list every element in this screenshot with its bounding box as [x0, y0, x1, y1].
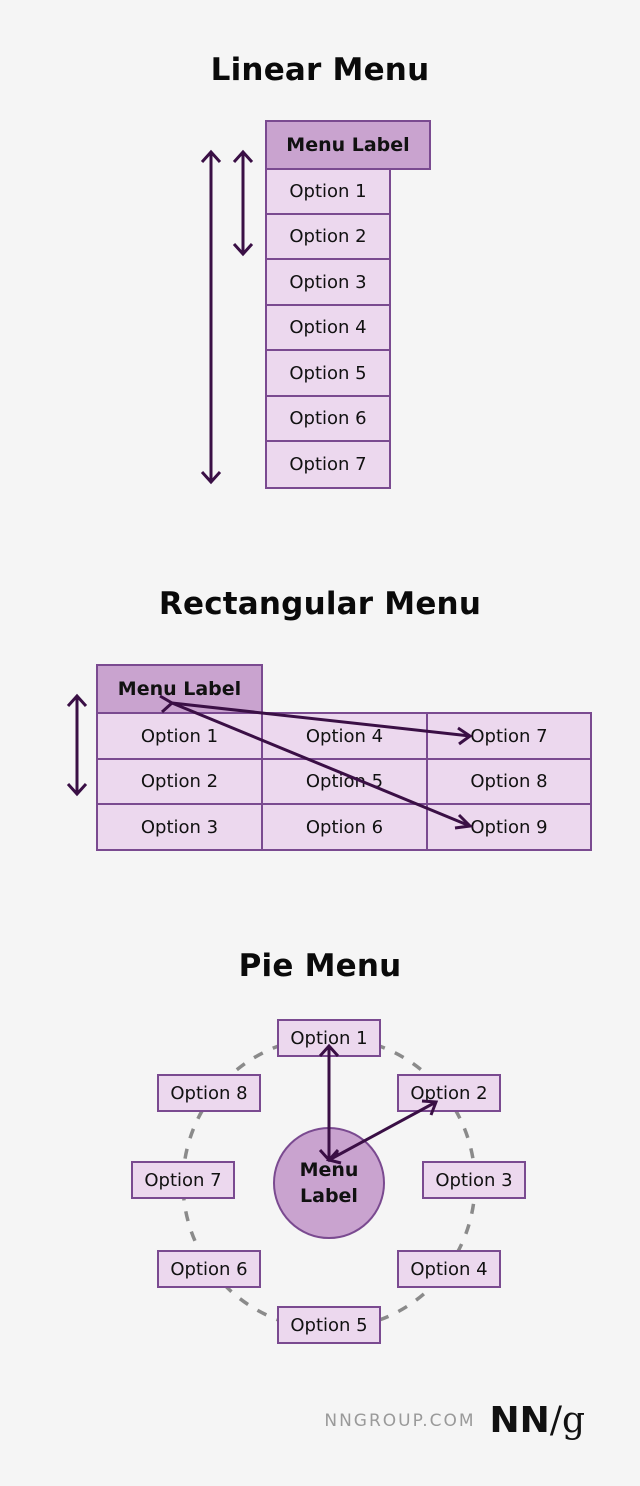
rect-option-3[interactable]: Option 3	[96, 803, 263, 851]
pie-option-1[interactable]: Option 1	[277, 1019, 381, 1057]
linear-option-6[interactable]: Option 6	[265, 395, 391, 442]
pie-option-2[interactable]: Option 2	[397, 1074, 501, 1112]
pie-option-8[interactable]: Option 8	[157, 1074, 261, 1112]
pie-option-6[interactable]: Option 6	[157, 1250, 261, 1288]
linear-option-5[interactable]: Option 5	[265, 349, 391, 397]
rectangular-menu-title: Rectangular Menu	[158, 586, 482, 622]
rect-option-8[interactable]: Option 8	[426, 758, 592, 805]
logo-slash: /	[549, 1400, 562, 1441]
rect-option-6[interactable]: Option 6	[261, 803, 428, 851]
logo-g: g	[561, 1400, 585, 1441]
linear-option-2[interactable]: Option 2	[265, 213, 391, 260]
linear-option-4[interactable]: Option 4	[265, 304, 391, 351]
pie-menu-label[interactable]: Menu Label	[273, 1127, 385, 1239]
rect-menu-label[interactable]: Menu Label	[96, 664, 263, 714]
linear-short-arrow	[232, 149, 254, 257]
site-url[interactable]: NNGROUP.COM	[324, 1410, 476, 1431]
rect-option-4[interactable]: Option 4	[261, 712, 428, 760]
linear-menu-title: Linear Menu	[210, 52, 430, 88]
pie-option-4[interactable]: Option 4	[397, 1250, 501, 1288]
linear-option-1[interactable]: Option 1	[265, 168, 391, 215]
footer: NNGROUP.COM NN/g	[324, 1400, 585, 1441]
logo-nn: NN	[489, 1400, 550, 1441]
rect-vertical-arrow	[66, 693, 88, 797]
linear-option-7[interactable]: Option 7	[265, 440, 391, 489]
rect-option-1[interactable]: Option 1	[96, 712, 263, 760]
nng-logo: NN/g	[490, 1400, 585, 1441]
linear-option-3[interactable]: Option 3	[265, 258, 391, 306]
pie-option-3[interactable]: Option 3	[422, 1161, 526, 1199]
linear-menu-label[interactable]: Menu Label	[265, 120, 431, 170]
rect-option-9[interactable]: Option 9	[426, 803, 592, 851]
rect-option-2[interactable]: Option 2	[96, 758, 263, 805]
pie-label-line-1: Menu	[299, 1159, 359, 1181]
rect-option-7[interactable]: Option 7	[426, 712, 592, 760]
pie-option-5[interactable]: Option 5	[277, 1306, 381, 1344]
pie-label-line-2: Label	[300, 1185, 358, 1207]
pie-option-7[interactable]: Option 7	[131, 1161, 235, 1199]
linear-long-arrow	[200, 149, 222, 485]
pie-menu-title: Pie Menu	[238, 948, 402, 984]
rect-option-5[interactable]: Option 5	[261, 758, 428, 805]
